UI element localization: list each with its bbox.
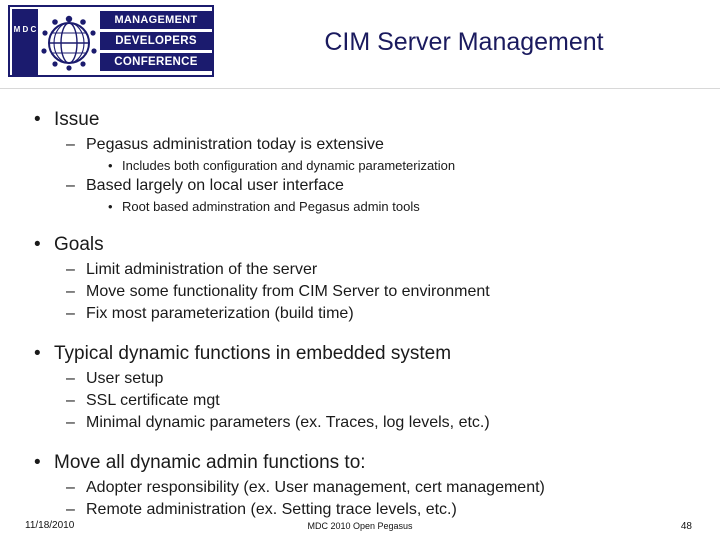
bullet-marker: • (34, 109, 41, 130)
bullet-marker: • (34, 234, 41, 255)
bullet-pegasus-admin-extensive: – Pegasus administration today is extens… (0, 135, 720, 155)
bullet-text: Move all dynamic admin functions to: (54, 452, 366, 473)
bullet-text: Pegasus administration today is extensiv… (86, 136, 384, 153)
bullet-marker: – (66, 261, 75, 278)
bullet-text: Root based adminstration and Pegasus adm… (122, 199, 420, 214)
spacer (0, 433, 720, 439)
bullet-goals: • Goals (0, 233, 720, 256)
logo-wordmark: MANAGEMENT DEVELOPERS CONFERENCE (100, 11, 212, 74)
bullet-text: Fix most parameterization (build time) (86, 305, 354, 322)
bullet-marker: – (66, 501, 75, 518)
bullet-move-all-dynamic-admin: • Move all dynamic admin functions to: (0, 451, 720, 474)
bullet-includes-config-dynamic: • Includes both configuration and dynami… (0, 157, 720, 174)
bullet-limit-administration: – Limit administration of the server (0, 260, 720, 280)
footer-date: 11/18/2010 (25, 520, 75, 531)
bullet-marker: – (66, 392, 75, 409)
bullet-text: Move some functionality from CIM Server … (86, 283, 490, 300)
bullet-minimal-dynamic-parameters: – Minimal dynamic parameters (ex. Traces… (0, 413, 720, 433)
bullet-typical-dynamic-functions: • Typical dynamic functions in embedded … (0, 342, 720, 365)
bullet-text: Limit administration of the server (86, 261, 318, 278)
logo-bar-developers: DEVELOPERS (100, 32, 212, 50)
bullet-marker: • (34, 452, 41, 473)
conference-logo: M D C MANAGEMENT (8, 5, 214, 77)
bullet-text: Minimal dynamic parameters (ex. Traces, … (86, 414, 490, 431)
bullet-ssl-certificate-mgt: – SSL certificate mgt (0, 391, 720, 411)
bullet-fix-parameterization: – Fix most parameterization (build time) (0, 304, 720, 324)
bullet-root-based-admin: • Root based adminstration and Pegasus a… (0, 198, 720, 215)
logo-bar-conference: CONFERENCE (100, 53, 212, 71)
logo-inner: M D C MANAGEMENT (12, 9, 212, 75)
bullet-marker: • (108, 158, 113, 173)
footer-center-text: MDC 2010 Open Pegasus (307, 521, 413, 531)
bullet-marker: – (66, 177, 75, 194)
bullet-text: SSL certificate mgt (86, 392, 220, 409)
bullet-text: Based largely on local user interface (86, 177, 344, 194)
logo-mdc-initials: M D C (12, 9, 38, 75)
bullet-remote-administration: – Remote administration (ex. Setting tra… (0, 500, 720, 520)
bullet-adopter-responsibility: – Adopter responsibility (ex. User manag… (0, 478, 720, 498)
slide-body: • Issue – Pegasus administration today i… (0, 96, 720, 520)
bullet-marker: • (34, 343, 41, 364)
footer-page-number: 48 (680, 521, 692, 532)
bullet-local-user-interface: – Based largely on local user interface (0, 176, 720, 196)
bullet-text: Goals (54, 234, 104, 255)
bullet-user-setup: – User setup (0, 369, 720, 389)
bullet-issue: • Issue (0, 108, 720, 131)
bullet-marker: – (66, 479, 75, 496)
bullet-marker: – (66, 136, 75, 153)
bullet-marker: • (108, 199, 113, 214)
logo-bar-management: MANAGEMENT (100, 11, 212, 29)
bullet-text: User setup (86, 370, 164, 387)
header-divider (0, 88, 720, 89)
slide-title: CIM Server Management (324, 28, 604, 56)
bullet-text: Adopter responsibility (ex. User managem… (86, 479, 545, 496)
bullet-text: Includes both configuration and dynamic … (122, 158, 456, 173)
bullet-move-functionality: – Move some functionality from CIM Serve… (0, 282, 720, 302)
bullet-text: Issue (54, 109, 100, 130)
bullet-marker: – (66, 305, 75, 322)
spacer (0, 215, 720, 221)
bullet-marker: – (66, 370, 75, 387)
bullet-marker: – (66, 283, 75, 300)
globe-icon (40, 13, 98, 71)
bullet-marker: – (66, 414, 75, 431)
bullet-text: Remote administration (ex. Setting trace… (86, 501, 457, 518)
spacer (0, 324, 720, 330)
bullet-text: Typical dynamic functions in embedded sy… (54, 343, 452, 364)
